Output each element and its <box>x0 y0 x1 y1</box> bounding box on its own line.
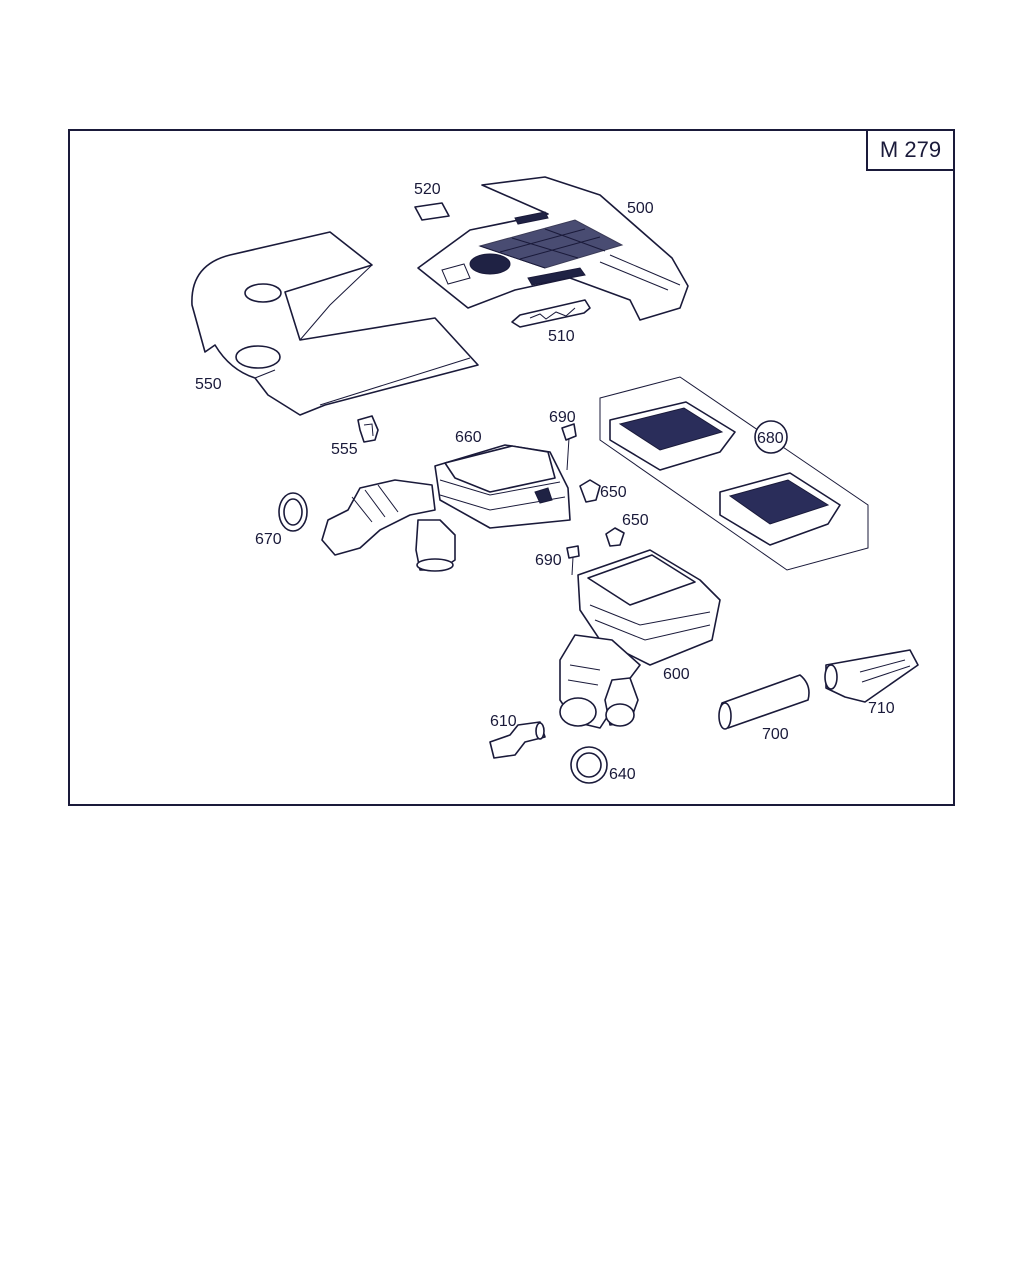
part-600-air-filter-housing-lower[interactable] <box>559 549 721 729</box>
part-700-intake-tube[interactable] <box>718 674 810 730</box>
label-610: 610 <box>490 713 517 730</box>
label-650-lower: 650 <box>622 512 649 529</box>
part-650-holder-upper[interactable] <box>579 479 601 503</box>
part-500-engine-cover-right[interactable] <box>417 176 689 321</box>
label-520: 520 <box>414 181 441 198</box>
model-code: M 279 <box>879 137 942 162</box>
label-650-upper: 650 <box>600 484 627 501</box>
label-640: 640 <box>609 766 636 783</box>
label-550: 550 <box>195 376 222 393</box>
part-650-holder-lower[interactable] <box>605 527 625 547</box>
label-690-upper: 690 <box>549 409 576 426</box>
label-680: 680 <box>757 430 784 447</box>
part-710-intake-duct[interactable] <box>824 649 919 703</box>
part-660-air-filter-housing-upper[interactable] <box>321 444 571 572</box>
part-690-bolt-upper[interactable] <box>561 423 577 471</box>
label-555: 555 <box>331 441 358 458</box>
part-510-emblem-strip[interactable] <box>511 299 591 328</box>
part-690-bolt-lower[interactable] <box>566 545 580 576</box>
part-550-engine-cover-left[interactable] <box>191 231 479 416</box>
part-640-seal-ring[interactable] <box>570 746 608 784</box>
diagram-frame <box>68 129 955 806</box>
label-710: 710 <box>868 700 895 717</box>
label-500: 500 <box>627 200 654 217</box>
label-670: 670 <box>255 531 282 548</box>
label-510: 510 <box>548 328 575 345</box>
model-code-box: M 279 <box>866 129 955 171</box>
part-670-seal-ring[interactable] <box>278 492 308 532</box>
part-610-hose[interactable] <box>489 721 546 759</box>
part-680-air-filters[interactable] <box>599 376 869 571</box>
callout-circle-680 <box>754 420 788 454</box>
part-520-cover-plate[interactable] <box>414 202 450 221</box>
label-690-lower: 690 <box>535 552 562 569</box>
label-600: 600 <box>663 666 690 683</box>
label-700: 700 <box>762 726 789 743</box>
part-555-clip[interactable] <box>357 415 379 443</box>
label-660: 660 <box>455 429 482 446</box>
